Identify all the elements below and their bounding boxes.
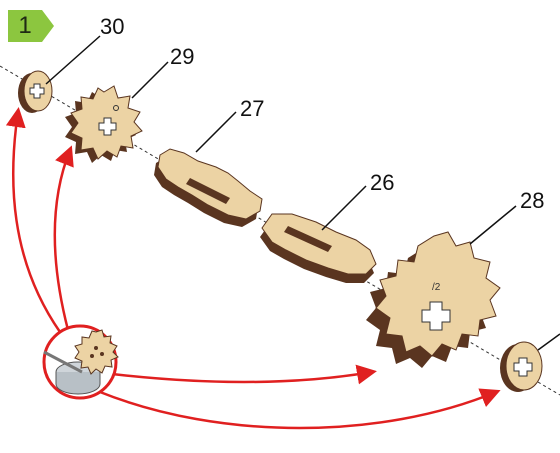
step-number: 1: [18, 12, 32, 39]
part-label-27: 27: [240, 96, 265, 121]
part-27-plate: [154, 148, 263, 227]
part-29-small-gear: [65, 85, 143, 163]
glue-arrows: [5, 107, 501, 430]
part-label-26: 26: [370, 170, 395, 195]
part-30-spacer: [18, 70, 53, 113]
glue-pot-icon: [42, 324, 119, 400]
part-label-30: 30: [100, 14, 125, 39]
part-label-29: 29: [170, 44, 195, 69]
part-28-large-gear: [366, 231, 501, 368]
part-26-plate: [260, 213, 377, 283]
right-spacer-ring: [500, 341, 543, 392]
step-badge: 1: [8, 10, 58, 42]
part-label-28: 28: [520, 188, 545, 213]
label-leaders: [45, 35, 560, 351]
step-badge-shape: [8, 10, 54, 42]
gear-marking: /2: [432, 282, 441, 293]
